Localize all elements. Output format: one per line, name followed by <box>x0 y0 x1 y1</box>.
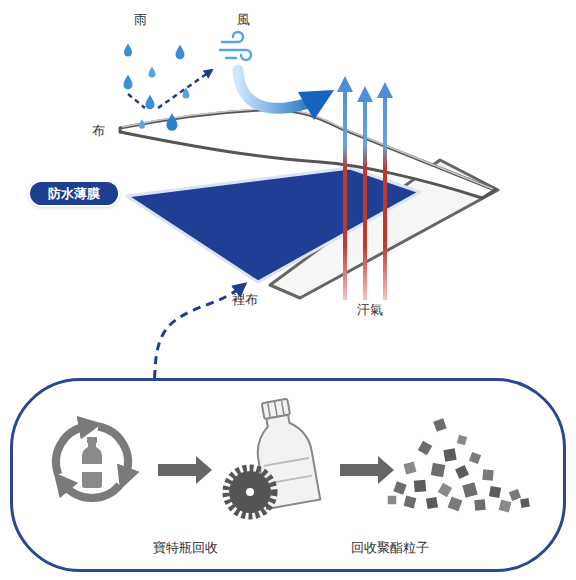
outer-fabric <box>120 110 495 198</box>
pellet-pile <box>473 498 486 511</box>
outer-fabric <box>122 109 493 189</box>
bottle-cutting-icon <box>249 396 320 509</box>
bottle-cutting-icon <box>267 476 312 484</box>
wind-arrow <box>298 90 334 120</box>
pellet-pile <box>425 496 439 510</box>
recycle-icon <box>56 427 128 498</box>
pellet-pile <box>481 468 494 481</box>
wind-icon <box>222 32 243 42</box>
recycle-icon <box>64 485 119 498</box>
recycle-icon <box>56 427 86 475</box>
part-label: 布 <box>58 122 138 140</box>
sweat-arrow <box>383 96 387 300</box>
part-label: 裡布 <box>205 291 285 309</box>
bottle-cutting-icon <box>262 399 290 419</box>
pellet-pile <box>519 497 531 509</box>
recycle-icon <box>87 437 97 443</box>
bottle-cutting-icon <box>264 458 309 466</box>
pellet-pile <box>447 496 464 513</box>
pellet-pile <box>498 499 513 514</box>
pellet-pile <box>387 495 397 505</box>
rain-drop <box>124 44 132 57</box>
sweat-arrow <box>343 90 347 300</box>
bottle-cutting-icon <box>226 396 320 516</box>
rain-drop <box>149 66 156 77</box>
wind-arrow <box>238 70 334 120</box>
rain-drop <box>167 113 178 131</box>
recycle-icon <box>98 427 128 475</box>
pellet-pile <box>392 480 407 495</box>
part-label: 汗氣 <box>330 301 410 319</box>
pellet-pile <box>403 461 418 476</box>
pellet-pile <box>454 464 470 480</box>
pellet-pile <box>403 495 418 510</box>
membrane-sheet <box>127 168 420 282</box>
rain-drop <box>146 95 155 109</box>
wind-icon <box>220 32 251 60</box>
sweat-arrow <box>357 86 373 102</box>
sweat-arrow <box>337 76 353 92</box>
bottle-cutting-icon <box>252 412 321 509</box>
rain-drop <box>124 75 133 89</box>
part-label: 風 <box>203 11 283 29</box>
process-arrow <box>158 456 212 484</box>
pellet-pile <box>488 485 502 499</box>
pellet-pile <box>417 440 433 456</box>
pellet-pile <box>432 417 447 432</box>
pellet-pile <box>437 482 453 498</box>
rain-drop <box>139 119 145 129</box>
pellet-pile <box>461 481 478 498</box>
dashed-arrow <box>155 284 245 378</box>
pellet-pile <box>430 462 446 478</box>
bottle-cutting-icon <box>275 402 277 416</box>
process-arrow <box>158 456 394 484</box>
sweat-arrow <box>337 76 393 300</box>
rain-drop <box>176 45 185 59</box>
rain-bounce-arrow <box>128 94 145 108</box>
sweat-arrow <box>363 100 367 300</box>
outer-fabric <box>120 109 495 198</box>
recycling-panel: 寶特瓶回收 回收聚酯粒子 <box>10 378 566 572</box>
bottle-cutting-icon <box>229 471 271 513</box>
wind-icon <box>226 57 236 60</box>
sweat-arrow <box>377 82 393 98</box>
membrane-sheet <box>127 166 422 284</box>
step-label: 回收聚酯粒子 <box>330 539 450 557</box>
rain-bounce-arrow <box>158 70 212 108</box>
recycle-icon <box>82 443 102 488</box>
pellet-pile <box>387 417 531 513</box>
pellet-pile <box>508 488 522 502</box>
pellet-pile <box>468 451 482 465</box>
bottle-cutting-icon <box>268 403 270 417</box>
bottle-cutting-icon <box>282 401 284 415</box>
bottle-cutting-icon <box>246 488 254 496</box>
step-label: 寶特瓶回收 <box>125 539 245 557</box>
pellet-pile <box>456 434 468 446</box>
rain-drop <box>124 44 190 131</box>
bottle-cutting-icon <box>226 468 274 516</box>
rain-drop <box>183 87 190 98</box>
membrane-label: 防水薄膜 <box>30 182 118 205</box>
rain-bounce-arrow <box>128 70 212 108</box>
part-label: 雨 <box>100 11 180 29</box>
pellet-pile <box>413 479 427 493</box>
wind-icon <box>220 50 251 60</box>
wind-arrow <box>238 70 305 108</box>
process-arrow <box>340 456 394 484</box>
recycle-icon <box>82 464 102 472</box>
membrane-layer: 防水薄膜 <box>127 166 422 284</box>
pellet-pile <box>442 447 457 462</box>
